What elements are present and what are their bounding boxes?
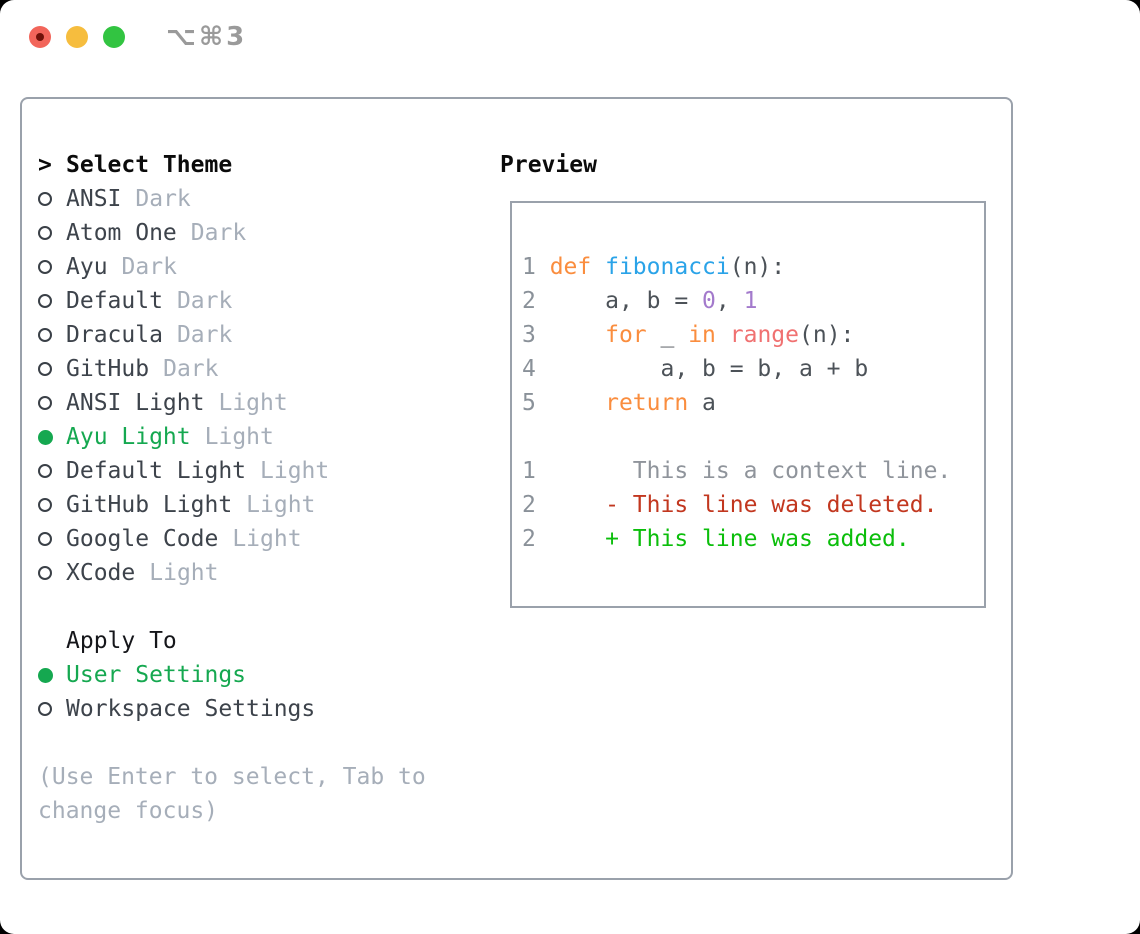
preview-box: [510, 201, 986, 608]
theme-option-dracula[interactable]: Dracula Dark: [38, 318, 478, 352]
minimize-button[interactable]: [66, 26, 88, 48]
radio-unselected-icon: [38, 226, 52, 240]
theme-option-ansi[interactable]: ANSI Dark: [38, 182, 478, 216]
radio-unselected-icon: [38, 362, 52, 376]
hint-text: (Use Enter to select, Tab to: [38, 764, 426, 790]
code-line: 1 This is a context line.: [522, 458, 952, 484]
radio-selected-icon: [38, 429, 53, 445]
theme-option-github[interactable]: GitHub Dark: [38, 352, 478, 386]
code-line: 2 a, b = 0, 1: [522, 288, 758, 314]
code-line: 3 for _ in range(n):: [522, 322, 855, 348]
close-button-dot-icon: [36, 33, 44, 41]
radio-unselected-icon: [38, 498, 52, 512]
radio-unselected-icon: [38, 192, 52, 206]
apply-option-user-settings[interactable]: User Settings: [38, 658, 478, 692]
radio-unselected-icon: [38, 702, 52, 716]
theme-option-ayu-light[interactable]: Ayu Light Light: [38, 420, 478, 454]
theme-option-google-code[interactable]: Google Code Light: [38, 522, 478, 556]
theme-option-default-light[interactable]: Default Light Light: [38, 454, 478, 488]
radio-unselected-icon: [38, 294, 52, 308]
radio-unselected-icon: [38, 328, 52, 342]
theme-option-xcode[interactable]: XCode Light: [38, 556, 478, 590]
select-theme-header: > Select Theme: [38, 148, 478, 182]
code-line: 2 + This line was added.: [522, 526, 910, 552]
list-gap: [38, 590, 478, 624]
preview-title: Preview: [500, 152, 597, 178]
apply-to-header: Apply To: [38, 624, 478, 658]
code-line: [522, 420, 951, 454]
radio-unselected-icon: [38, 566, 52, 580]
close-button[interactable]: [29, 26, 51, 48]
apply-to-title: Apply To: [66, 628, 177, 654]
window-shortcut-label: ⌥⌘3: [166, 22, 248, 52]
theme-option-github-light[interactable]: GitHub Light Light: [38, 488, 478, 522]
code-line: 5 return a: [522, 390, 716, 416]
list-gap: [38, 726, 478, 760]
radio-unselected-icon: [38, 260, 52, 274]
theme-option-default[interactable]: Default Dark: [38, 284, 478, 318]
theme-option-ayu[interactable]: Ayu Dark: [38, 250, 478, 284]
radio-selected-icon: [38, 667, 53, 683]
theme-list: > Select Theme ANSI Dark Atom One Dark A…: [38, 148, 478, 828]
radio-unselected-icon: [38, 532, 52, 546]
code-line: 2 - This line was deleted.: [522, 492, 938, 518]
radio-unselected-icon: [38, 396, 52, 410]
radio-unselected-icon: [38, 464, 52, 478]
prompt-icon: >: [38, 152, 52, 178]
code-line: 1 def fibonacci(n):: [522, 254, 786, 280]
select-theme-title: Select Theme: [66, 152, 233, 178]
theme-option-ansi-light[interactable]: ANSI Light Light: [38, 386, 478, 420]
zoom-button[interactable]: [103, 26, 125, 48]
hint-text: change focus): [38, 798, 219, 824]
apply-option-workspace-settings[interactable]: Workspace Settings: [38, 692, 478, 726]
code-line: 4 a, b = b, a + b: [522, 356, 869, 382]
theme-option-atom-one[interactable]: Atom One Dark: [38, 216, 478, 250]
code-preview: 1 def fibonacci(n): 2 a, b = 0, 1 3 for _ …: [522, 250, 951, 556]
